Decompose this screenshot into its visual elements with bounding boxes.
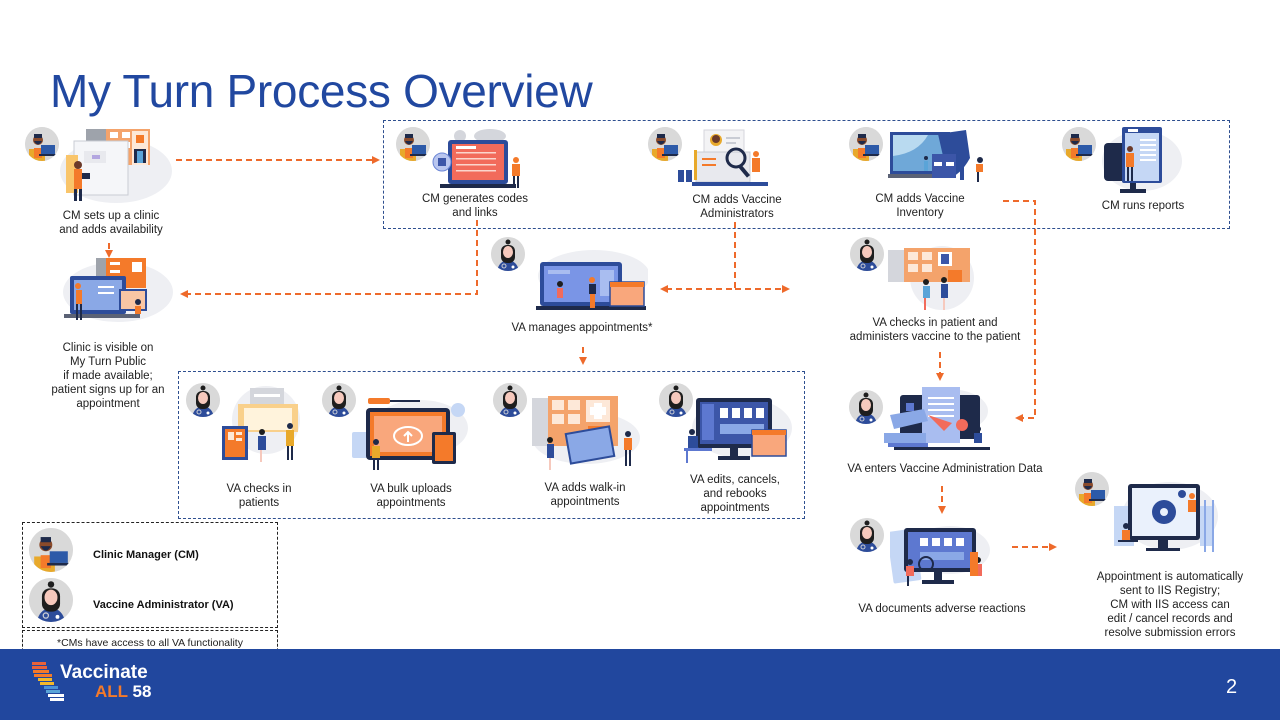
- logo-all58-text: ALL 58: [95, 682, 151, 702]
- arrow-codes-to-clinic-visible: [180, 220, 478, 298]
- step-va-manage-label: VA manages appointments*: [511, 322, 653, 334]
- step-va-bulk-label: VA bulk uploads appointments: [370, 483, 452, 509]
- cm-avatar: [648, 127, 682, 161]
- step-va-enter-data-label: VA enters Vaccine Administration Data: [847, 463, 1043, 475]
- logo-all: ALL: [95, 682, 128, 701]
- step-clinic-visible-label: Clinic is visible on My Turn Public if m…: [51, 342, 165, 410]
- cm-avatar: [849, 127, 883, 161]
- checkin-illustration: [220, 382, 306, 473]
- va-avatar: [659, 383, 693, 417]
- logo-vaccinate-text: Vaccinate: [60, 662, 148, 683]
- step-cm-inventory-label: CM adds Vaccine Inventory: [875, 193, 965, 219]
- role-legend: [22, 522, 278, 628]
- cm-avatar: [396, 127, 430, 161]
- va-legend-avatar: [29, 578, 73, 622]
- cm-actions-group: [383, 120, 1230, 229]
- add-administrators-illustration: [676, 128, 772, 193]
- codes-links-illustration: [430, 128, 526, 197]
- legend-cm-label: Clinic Manager (CM): [93, 549, 199, 561]
- step-cm-codes-label: CM generates codes and links: [421, 193, 529, 219]
- va-avatar: [186, 383, 220, 417]
- step-cm-reports-label: CM runs reports: [1101, 200, 1185, 212]
- step-va-walkin-label: VA adds walk-in appointments: [544, 482, 626, 508]
- step-va-checkin-admin-label: VA checks in patient and administers vac…: [849, 317, 1021, 343]
- public-clinic-illustration: [62, 256, 176, 335]
- edit-rebook-illustration: [682, 392, 792, 469]
- clinic-setup-illustration: [58, 127, 176, 212]
- logo-58: 58: [132, 682, 152, 701]
- walk-in-illustration: [530, 392, 642, 479]
- va-appointment-actions-group: [178, 371, 805, 519]
- step-iis-label: Appointment is automatically sent to IIS…: [1096, 571, 1244, 639]
- va-avatar: [493, 383, 527, 417]
- adverse-reactions-illustration: [886, 522, 990, 595]
- cm-avatar: [1062, 127, 1096, 161]
- enter-data-illustration: [884, 385, 990, 458]
- cm-avatar: [1075, 472, 1109, 506]
- bulk-upload-illustration: [350, 392, 470, 477]
- california-logo-icon: [30, 662, 72, 709]
- va-avatar: [850, 518, 884, 552]
- step-va-checkin-label: VA checks in patients: [226, 483, 292, 509]
- va-avatar: [322, 383, 356, 417]
- va-avatar: [491, 237, 525, 271]
- footer-bar: [0, 649, 1280, 720]
- page-number: 2: [1226, 676, 1238, 698]
- legend-va-label: Vaccine Administrator (VA): [93, 599, 234, 611]
- arrow-inventory-to-enter-data: [1003, 200, 1036, 422]
- slide-title: My Turn Process Overview: [50, 65, 593, 117]
- checkin-administer-illustration: [888, 240, 976, 317]
- iis-registry-illustration: [1114, 480, 1218, 559]
- vaccine-inventory-illustration: [888, 128, 988, 191]
- reports-illustration: [1100, 127, 1184, 200]
- arrow-add-va-to-manage: [660, 222, 736, 293]
- step-cm-setup-label: CM sets up a clinic and adds availabilit…: [59, 210, 163, 236]
- manage-appointments-illustration: [534, 248, 650, 319]
- step-va-adverse-label: VA documents adverse reactions: [858, 603, 1026, 615]
- va-avatar: [850, 237, 884, 271]
- step-cm-add-va-label: CM adds Vaccine Administrators: [692, 194, 782, 220]
- cm-legend-avatar: [29, 528, 73, 572]
- step-va-edit-label: VA edits, cancels, and rebooks appointme…: [690, 474, 780, 514]
- va-avatar: [849, 390, 883, 424]
- cm-avatar: [25, 127, 59, 161]
